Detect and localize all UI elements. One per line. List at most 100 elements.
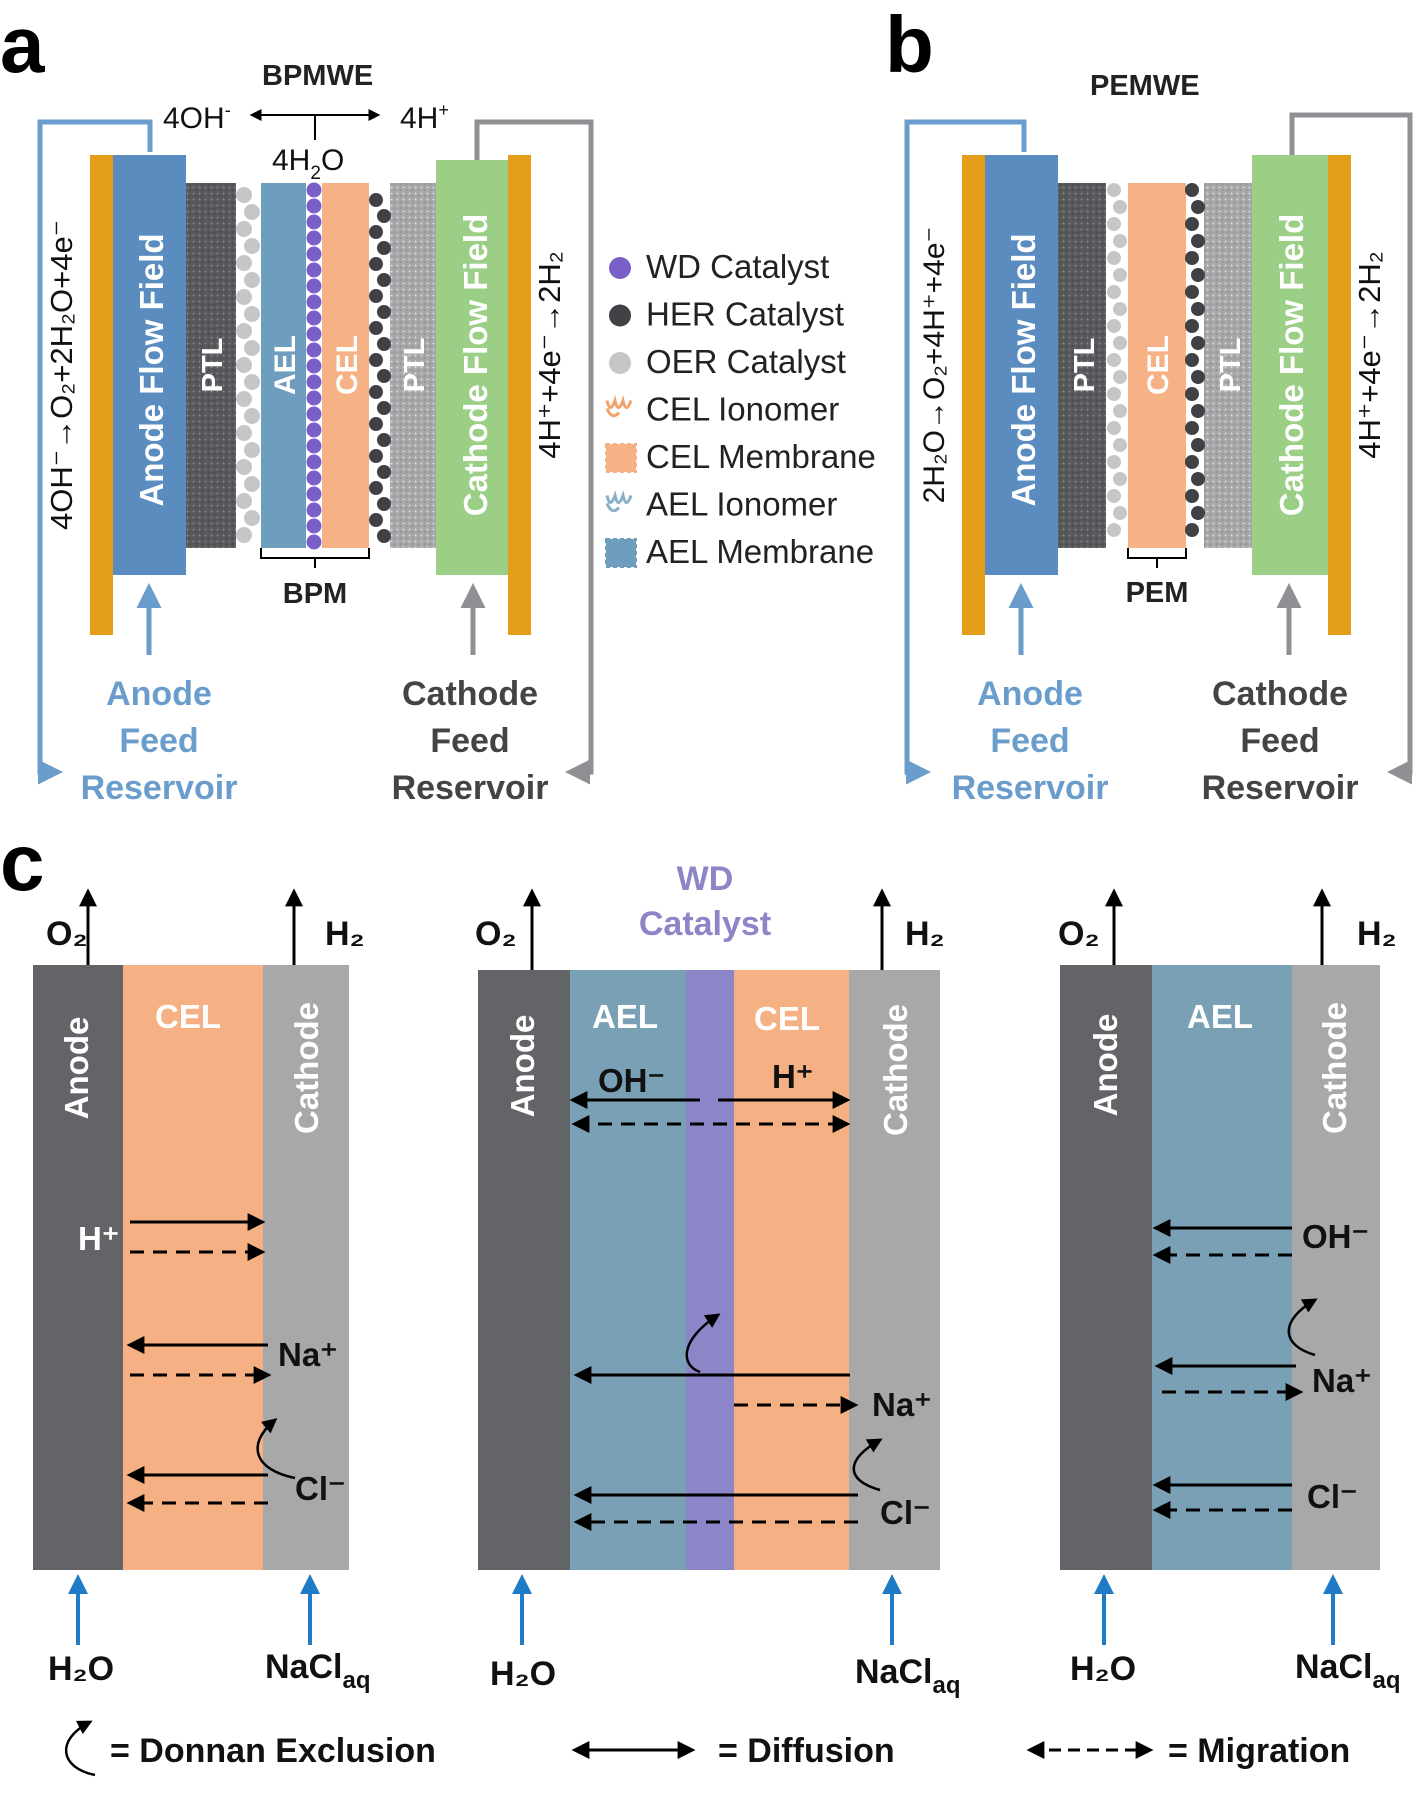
legend-label-wd-catalyst: WD Catalyst [646,248,829,285]
cell3-anode-label: Anode [1087,1014,1124,1117]
her-catalyst-particle [1185,523,1199,537]
her-catalyst-particle [1185,217,1199,231]
her-catalyst-particle [1191,336,1205,350]
legend-label-oer-catalyst: OER Catalyst [646,343,846,380]
anode-ptl-b [1058,183,1106,548]
pem-label: PEM [1126,577,1189,609]
cell2-ael-label: AEL [592,998,658,1035]
oer-catalyst-particle [244,204,260,220]
oer-catalyst-particle [236,391,252,407]
oer-catalyst-particle [236,357,252,373]
cel-label: CEL [331,335,364,395]
anode-end-plate [90,155,113,635]
panel-c: c Anode CEL Cathode O₂ H₂ H⁺ Na⁺ Cl⁻ H₂ [0,818,1400,1699]
her-catalyst-particle [369,385,383,399]
oer-catalyst-particle [244,238,260,254]
her-catalyst-particle [1191,200,1205,214]
pem-layer [1128,183,1186,548]
her-catalyst-particle [369,225,383,239]
bpm-label: BPM [283,578,347,610]
wd-catalyst-title-1: WD [677,860,734,898]
legend-label-ael-ionomer: AEL Ionomer [646,486,837,523]
wd-catalyst-particle [306,406,322,422]
cell1-cel-label: CEL [155,998,221,1035]
wd-catalyst-particle [306,518,322,534]
cell3-h2-label: H₂ [1357,915,1397,953]
legend-symbol-oer-catalyst [609,352,631,374]
oer-catalyst-particle [236,425,252,441]
her-catalyst-particle [1185,251,1199,265]
anode-end-plate-b [962,155,985,635]
cell-1: Anode CEL Cathode O₂ H₂ H⁺ Na⁺ Cl⁻ H₂O N… [33,888,370,1694]
cell2-h2-label: H₂ [905,915,945,953]
cell1-cathode-label: Cathode [288,1002,325,1134]
her-catalyst-particle [1191,234,1205,248]
her-catalyst-particle [1185,387,1199,401]
legend-symbol-her-catalyst [609,304,631,327]
anode-feed-b-line2: Feed [990,722,1069,760]
migration-legend-label: = Migration [1168,1732,1350,1770]
her-catalyst-particle [377,465,391,479]
oer-catalyst-particle [1107,319,1121,333]
anode-flow-field [113,155,186,575]
anode-equation: 4OH⁻→O₂+2H₂O+4e⁻ [44,220,79,530]
anode-equation-b: 2H₂O→O₂+4H⁺+4e⁻ [918,227,951,504]
cathode-feed-line2: Feed [430,722,509,760]
her-catalyst-particle [369,513,383,527]
oer-catalyst-particle [1113,302,1127,316]
oer-catalyst-particle [1113,472,1127,486]
her-catalyst-particle [369,193,383,207]
legend-symbol-cel-membrane [605,443,637,473]
wd-catalyst-particle [306,486,322,502]
her-catalyst-particle [1185,455,1199,469]
oer-catalyst-particle [236,459,252,475]
catalyst-particles-a [236,182,391,550]
ael-label: AEL [269,335,302,395]
donnan-legend-label: = Donnan Exclusion [110,1732,436,1770]
cathode-ptl-label: PTL [399,338,431,393]
cell-3: Anode AEL Cathode O₂ H₂ OH⁻ Na⁺ Cl⁻ H₂O … [1058,888,1400,1694]
oer-catalyst-particle [1107,353,1121,367]
anode-feed-line2: Feed [119,722,198,760]
diffusion-legend-label: = Diffusion [718,1732,895,1770]
oer-catalyst-particle [1107,217,1121,231]
her-catalyst-particle [1191,506,1205,520]
oer-catalyst-particle [236,527,252,543]
her-catalyst-particle [1191,472,1205,486]
oer-catalyst-particle [236,289,252,305]
cathode-flow-field-label-b: Cathode Flow Field [1273,214,1310,517]
reaction-oh-label: 4OH- [163,100,231,135]
legend-symbol-ael-ionomer [605,490,633,513]
wd-catalyst-title-2: Catalyst [639,905,771,943]
oer-catalyst-particle [1113,506,1127,520]
oer-catalyst-particle [244,306,260,322]
her-catalyst-particle [377,337,391,351]
ael-layer [261,183,306,548]
panel-c-label: c [0,818,45,907]
oer-catalyst-particle [236,493,252,509]
her-catalyst-particle [369,417,383,431]
cathode-feed-b-line2: Feed [1240,722,1319,760]
cathode-ptl [390,183,436,548]
legend-symbol-cel-ionomer [605,395,633,418]
bottom-legend: = Donnan Exclusion = Diffusion = Migrati… [64,1720,1350,1777]
wd-catalyst-particle [306,470,322,486]
oer-catalyst-particle [1107,183,1121,197]
panel-a-label: a [0,0,45,89]
anode-loop-line-b [904,119,1027,785]
wd-catalyst-particle [306,182,322,198]
oer-catalyst-particle [1107,489,1121,503]
cell3-o2-label: O₂ [1058,915,1100,953]
cell2-ion-oh: OH⁻ [598,1062,665,1099]
water-label: 4H2O [272,144,344,184]
her-catalyst-particle [377,497,391,511]
her-catalyst-particle [1185,319,1199,333]
cell1-ion-h: H⁺ [78,1220,119,1257]
legend-label-cel-membrane: CEL Membrane [646,438,876,475]
bpm-bracket [260,548,370,568]
cel-layer [322,183,369,548]
cell1-cel [123,965,263,1570]
her-catalyst-particle [369,449,383,463]
